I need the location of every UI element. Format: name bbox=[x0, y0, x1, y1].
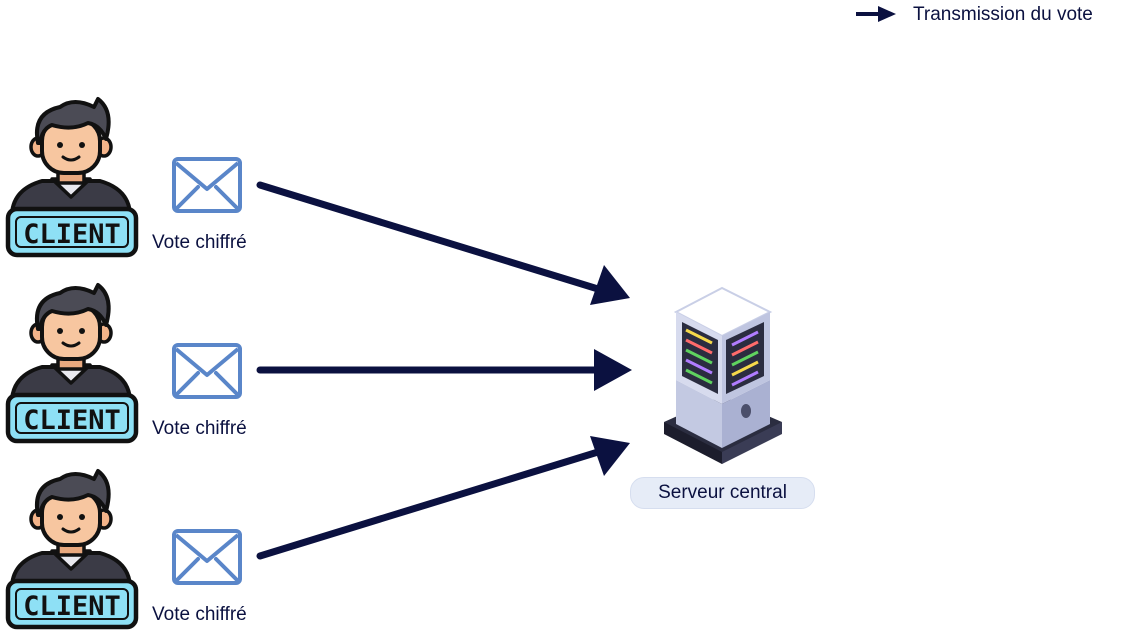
client-badge-text-1: CLIENT bbox=[23, 219, 121, 250]
legend-arrow-icon bbox=[856, 6, 896, 22]
client-caption-2: Vote chiffré bbox=[152, 418, 247, 439]
client-caption-1: Vote chiffré bbox=[152, 232, 247, 253]
server-label-text: Serveur central bbox=[658, 482, 787, 503]
client-caption-3: Vote chiffré bbox=[152, 604, 247, 625]
client-badge-text-3: CLIENT bbox=[23, 591, 121, 622]
envelope-icon-1 bbox=[172, 157, 242, 213]
client-badge-text-2: CLIENT bbox=[23, 405, 121, 436]
legend-label: Transmission du vote bbox=[913, 4, 1093, 25]
envelope-icon-2 bbox=[172, 343, 242, 399]
envelope-icon-3 bbox=[172, 529, 242, 585]
vote-arrow-2 bbox=[256, 349, 632, 391]
server-label: Serveur central bbox=[630, 477, 815, 509]
vote-arrow-3 bbox=[256, 436, 630, 560]
server-icon bbox=[664, 286, 782, 464]
vote-arrow-1 bbox=[256, 181, 630, 305]
